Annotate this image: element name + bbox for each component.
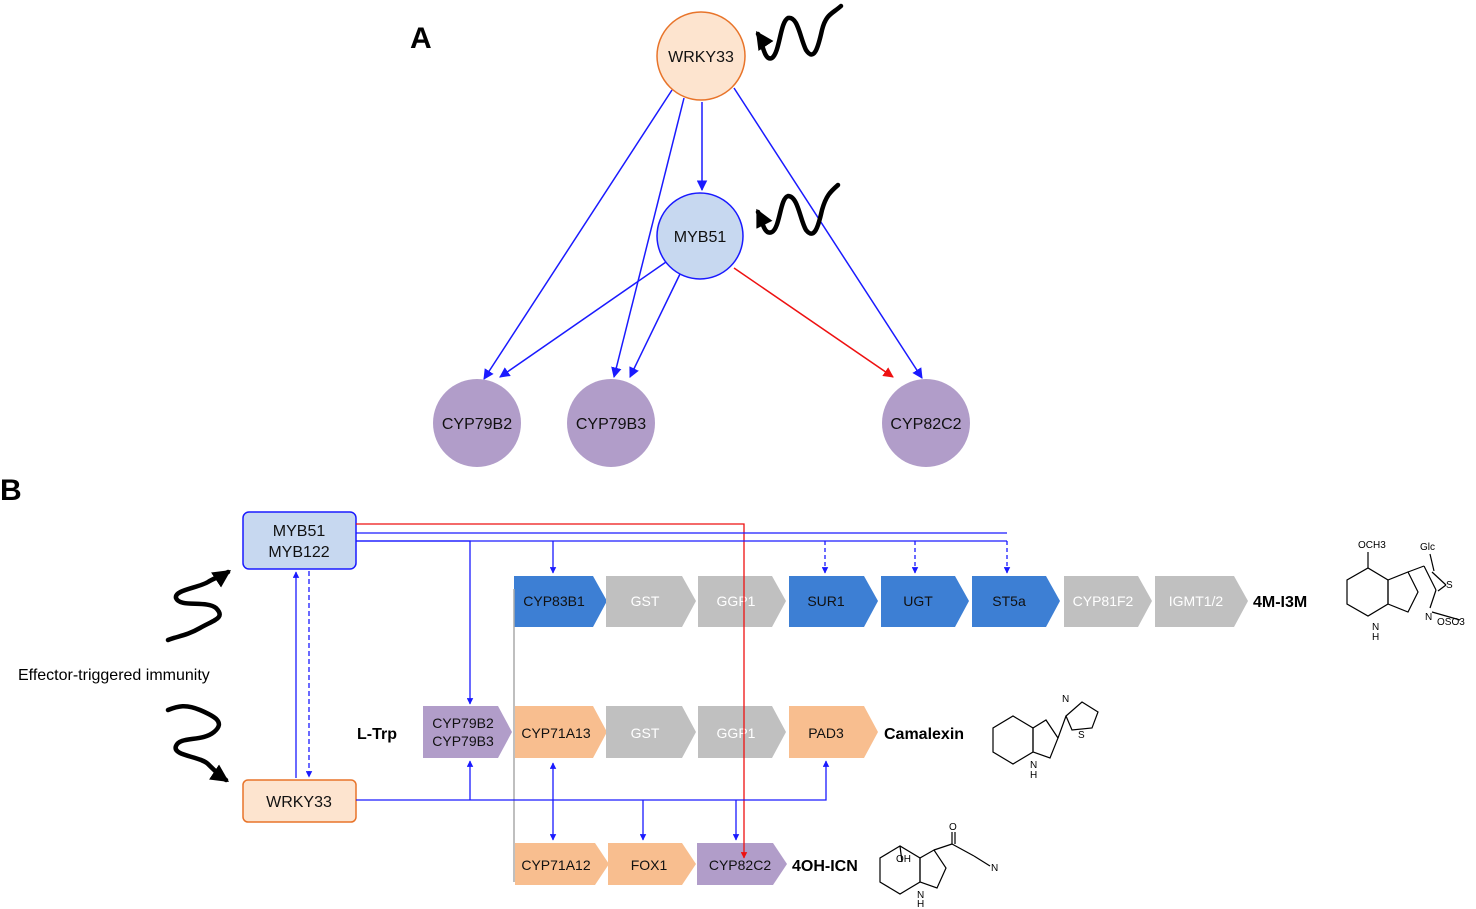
node-myb51: MYB51 bbox=[656, 192, 744, 280]
panel-a-label: A bbox=[410, 22, 432, 55]
node-wrky33: WRKY33 bbox=[656, 11, 746, 101]
node-myb51-label: MYB51 bbox=[674, 229, 727, 246]
chem-cam-n: N bbox=[1062, 694, 1069, 705]
chem-oh: OH bbox=[896, 854, 911, 865]
step-ggp1-mid: GGP1 bbox=[698, 706, 786, 758]
product-4m-i3m: 4M-I3M bbox=[1253, 594, 1307, 611]
pathway-top: CYP83B1 GST GGP1 SUR1 UGT ST5a CYP81F2 bbox=[514, 576, 1248, 627]
cyp79b3-line: CYP79B3 bbox=[432, 733, 494, 749]
step-gst-top: GST bbox=[606, 576, 696, 627]
step-ugt-label: UGT bbox=[903, 593, 933, 609]
step-igmt-label: IGMT1/2 bbox=[1169, 593, 1224, 609]
myb-regulation-lines bbox=[356, 523, 1011, 859]
step-cyp82c2-b-label: CYP82C2 bbox=[709, 857, 771, 873]
immunity-squiggle-top bbox=[165, 569, 231, 643]
chem-glc: Glc bbox=[1420, 542, 1435, 553]
structure-4oh-icn bbox=[879, 832, 991, 895]
node-wrky33-label: WRKY33 bbox=[668, 49, 734, 66]
cyp79b2-line: CYP79B2 bbox=[432, 715, 494, 731]
chem-nh: H bbox=[1372, 632, 1379, 643]
substrate-l-trp: L-Trp bbox=[357, 726, 397, 743]
step-cyp81f2-label: CYP81F2 bbox=[1073, 593, 1134, 609]
myb-blue-line-2 bbox=[356, 540, 474, 705]
step-sur1: SUR1 bbox=[789, 576, 878, 627]
step-ggp1-top: GGP1 bbox=[698, 576, 786, 627]
panel-a-edges bbox=[483, 87, 923, 380]
signal-squiggle-myb51 bbox=[755, 182, 841, 236]
immunity-label: Effector-triggered immunity bbox=[18, 667, 210, 684]
edge-wrky33-cyp79b2 bbox=[483, 89, 673, 380]
myb51-myb122-box: MYB51 MYB122 bbox=[242, 511, 357, 570]
product-4oh-icn: 4OH-ICN bbox=[792, 858, 858, 875]
chem-n-indole: N bbox=[1372, 622, 1379, 633]
chem-n-indole3: N bbox=[917, 890, 924, 901]
step-cyp79b2-b3: CYP79B2 CYP79B3 bbox=[423, 706, 512, 758]
node-cyp82c2-label: CYP82C2 bbox=[890, 416, 961, 433]
step-ugt: UGT bbox=[881, 576, 969, 627]
node-cyp79b2: CYP79B2 bbox=[433, 379, 521, 467]
step-cyp83b1: CYP83B1 bbox=[514, 576, 607, 627]
step-fox1: FOX1 bbox=[608, 843, 696, 885]
edge-myb51-cyp79b3 bbox=[629, 273, 681, 378]
edge-myb51-cyp82c2 bbox=[733, 267, 894, 378]
pathway-mid: CYP71A13 GST GGP1 PAD3 bbox=[515, 706, 878, 758]
chem-icn-nh: H bbox=[917, 899, 924, 909]
step-pad3: PAD3 bbox=[789, 706, 878, 758]
edge-wrky33-cyp82c2 bbox=[733, 87, 923, 379]
node-cyp79b3-label: CYP79B3 bbox=[576, 416, 646, 433]
step-cyp83b1-label: CYP83B1 bbox=[523, 593, 585, 609]
immunity-squiggle-bottom bbox=[165, 704, 229, 783]
node-cyp79b3: CYP79B3 bbox=[567, 379, 655, 467]
step-cyp71a12: CYP71A12 bbox=[515, 843, 609, 885]
step-gst-mid: GST bbox=[606, 706, 696, 758]
myb-red-line bbox=[356, 523, 748, 859]
edge-wrky33-cyp79b3 bbox=[611, 97, 685, 379]
step-st5a-label: ST5a bbox=[992, 593, 1026, 609]
structure-4m-i3m bbox=[1346, 552, 1461, 621]
step-gst-mid-label: GST bbox=[631, 725, 660, 741]
myb122-line: MYB122 bbox=[268, 544, 329, 561]
step-igmt: IGMT1/2 bbox=[1155, 576, 1248, 627]
step-sur1-label: SUR1 bbox=[807, 593, 845, 609]
chem-n: N bbox=[1425, 612, 1432, 623]
step-cyp82c2-b: CYP82C2 bbox=[697, 843, 787, 885]
wrky-main-line bbox=[356, 760, 830, 801]
wrky-regulation-lines bbox=[356, 760, 830, 841]
chem-n-cn: N bbox=[991, 863, 998, 874]
edge-myb51-cyp79b2 bbox=[499, 261, 667, 378]
step-ggp1-mid-label: GGP1 bbox=[717, 725, 756, 741]
structure-camalexin bbox=[992, 701, 1099, 765]
step-cyp81f2: CYP81F2 bbox=[1064, 576, 1152, 627]
step-fox1-label: FOX1 bbox=[631, 857, 668, 873]
chem-cam-s: S bbox=[1078, 730, 1085, 741]
step-gst-top-label: GST bbox=[631, 593, 660, 609]
signal-squiggle-wrky33 bbox=[755, 3, 844, 61]
pathway-bot: CYP71A12 FOX1 CYP82C2 bbox=[515, 843, 787, 885]
chem-cam-nh: H bbox=[1030, 770, 1037, 781]
chem-oso3: OSO3 bbox=[1437, 617, 1465, 628]
chem-o: O bbox=[949, 822, 957, 833]
chem-s: S bbox=[1446, 580, 1453, 591]
step-cyp71a12-label: CYP71A12 bbox=[521, 857, 590, 873]
step-st5a: ST5a bbox=[972, 576, 1060, 627]
wrky33-box: WRKY33 bbox=[242, 779, 357, 823]
node-cyp79b2-label: CYP79B2 bbox=[442, 416, 512, 433]
chem-n-indole2: N bbox=[1030, 760, 1037, 771]
product-camalexin: Camalexin bbox=[884, 726, 964, 743]
step-cyp71a13: CYP71A13 bbox=[515, 706, 607, 758]
step-cyp71a13-label: CYP71A13 bbox=[521, 725, 590, 741]
wrky33-box-label: WRKY33 bbox=[266, 794, 332, 811]
step-ggp1-top-label: GGP1 bbox=[717, 593, 756, 609]
panel-b-label: B bbox=[0, 474, 22, 507]
step-pad3-label: PAD3 bbox=[808, 725, 844, 741]
chem-och3: OCH3 bbox=[1358, 540, 1386, 551]
node-cyp82c2: CYP82C2 bbox=[882, 379, 970, 467]
myb51-line: MYB51 bbox=[273, 523, 326, 540]
